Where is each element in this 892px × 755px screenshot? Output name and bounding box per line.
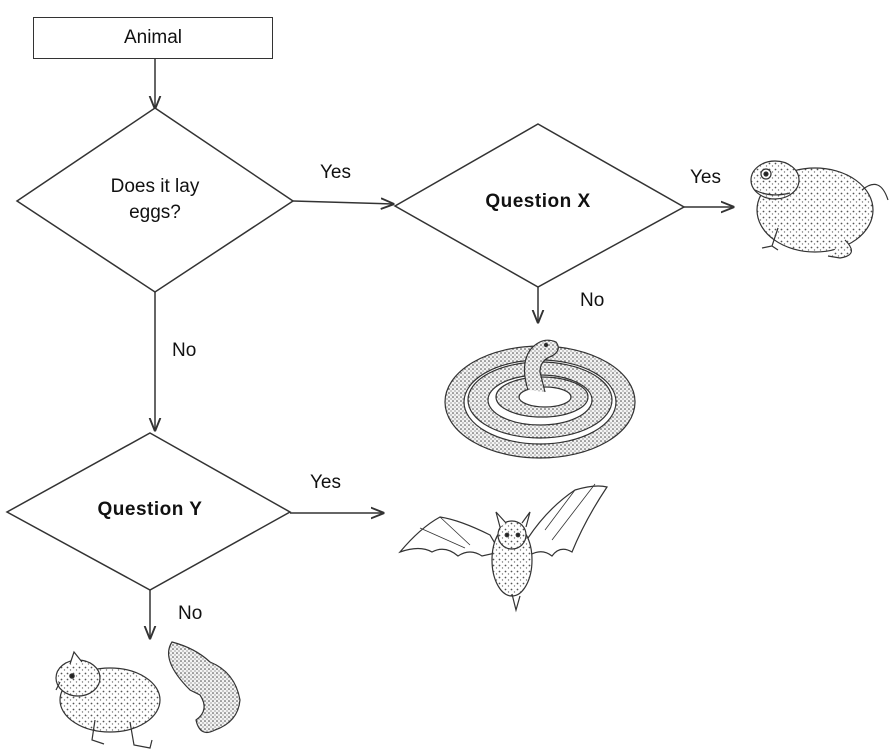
snake-illustration [444,339,636,459]
edge-label-y-yes: Yes [310,472,341,493]
edge-label-x-no: No [580,290,605,311]
edge-eggs-yes [292,201,393,204]
start-node-label: Animal [123,27,183,48]
connectors [150,59,733,638]
decision-question-x-label: Question X [485,191,591,212]
edge-label-eggs-no: No [172,340,197,361]
decision-lays-eggs-line-1: Does it lay [110,176,200,197]
decision-diamond-question-y [5,432,292,591]
bat-illustration [398,483,608,613]
start-node-animal: Animal [33,17,273,59]
toad-illustration [750,160,889,259]
decision-lays-eggs-line-2: eggs? [129,202,181,223]
decision-question-y-label: Question Y [97,499,203,520]
decision-diamond-lays-eggs [15,107,295,293]
decision-diamond-question-x [393,123,686,288]
edge-label-y-no: No [178,603,203,624]
edge-label-x-yes: Yes [690,167,721,188]
decision-lays-eggs-label: Does it lay eggs? [85,174,225,226]
edge-label-eggs-yes: Yes [320,162,351,183]
squirrel-illustration [55,641,241,749]
